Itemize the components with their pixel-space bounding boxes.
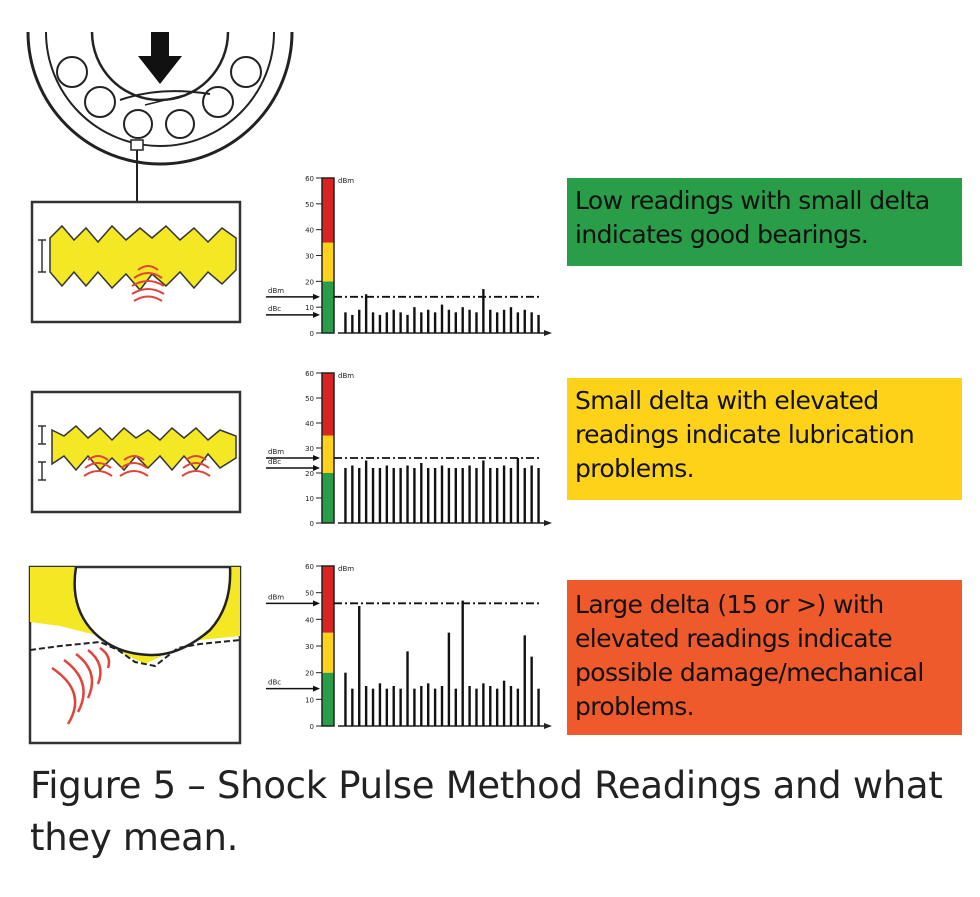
load-arrow-icon xyxy=(138,32,182,84)
y-tick-label: 40 xyxy=(305,227,314,235)
meter-chart-good: 0 10 20 30 40 50 60 dBm dBm dBc xyxy=(266,175,552,338)
y-tick-label: 20 xyxy=(305,670,314,678)
y-tick-label: 0 xyxy=(310,330,314,338)
y-tick-label: 0 xyxy=(310,723,314,731)
waveform-panel-lubrication xyxy=(30,390,242,514)
meter-zone-alarm xyxy=(322,373,334,436)
y-tick-label: 60 xyxy=(305,175,314,183)
dBc-label: dBc xyxy=(268,305,281,313)
meter-zone-warning xyxy=(322,435,334,473)
dBc-label: dBc xyxy=(268,679,281,687)
waveform-panel-good xyxy=(30,200,242,324)
y-tick-label: 50 xyxy=(305,201,314,209)
dBm-arrow-icon xyxy=(313,600,320,607)
dBm-label: dBm xyxy=(268,287,284,295)
y-tick-label: 20 xyxy=(305,470,314,478)
y-tick-label: 50 xyxy=(305,395,314,403)
meter-zone-good xyxy=(322,281,334,333)
y-tick-label: 20 xyxy=(305,278,314,286)
y-tick-label: 60 xyxy=(305,370,314,378)
y-tick-label: 30 xyxy=(305,253,314,261)
dBm-arrow-icon xyxy=(313,455,320,461)
dBm-label: dBm xyxy=(268,448,284,456)
y-tick-label: 10 xyxy=(305,696,314,704)
meter-zone-alarm xyxy=(322,566,334,633)
meter-chart-lubrication: 0 10 20 30 40 50 60 dBm dBm dBc xyxy=(266,370,552,528)
y-tick-label: 0 xyxy=(310,520,314,528)
y-tick-label: 10 xyxy=(305,495,314,503)
y-tick-label: 60 xyxy=(305,563,314,571)
y-tick-label: 30 xyxy=(305,445,314,453)
y-tick-label: 40 xyxy=(305,420,314,428)
dBc-arrow-icon xyxy=(313,311,320,318)
figure-caption: Figure 5 – Shock Pulse Method Readings a… xyxy=(30,764,943,859)
meter-zone-warning xyxy=(322,242,334,282)
y-tick-label: 30 xyxy=(305,643,314,651)
dBm-label: dBm xyxy=(268,593,284,601)
waveform-panel-damage xyxy=(28,565,242,745)
x-axis-arrow-icon xyxy=(544,723,552,729)
dBm-arrow-icon xyxy=(313,293,320,300)
unit-label: dBm xyxy=(338,372,354,380)
meter-zone-warning xyxy=(322,632,334,673)
diagram-illustrations xyxy=(26,31,294,745)
callout-damage-problems: Large delta (15 or >) with elevated read… xyxy=(567,580,962,735)
meter-zone-good xyxy=(322,672,334,726)
x-axis-arrow-icon xyxy=(544,520,552,526)
y-tick-label: 40 xyxy=(305,616,314,624)
meter-chart-damage: 0 10 20 30 40 50 60 dBm dBm dBc xyxy=(266,563,552,731)
unit-label: dBm xyxy=(338,565,354,573)
meter-zone-good xyxy=(322,473,334,523)
dBc-label: dBc xyxy=(268,458,281,466)
x-axis-arrow-icon xyxy=(544,330,552,336)
sensor-icon xyxy=(130,139,144,151)
callout-lubrication-problems: Small delta with elevated readings indic… xyxy=(567,378,962,500)
y-tick-label: 50 xyxy=(305,590,314,598)
unit-label: dBm xyxy=(338,177,354,185)
dBc-arrow-icon xyxy=(313,465,320,471)
callout-good-bearings: Low readings with small delta indicates … xyxy=(567,178,962,266)
y-tick-label: 10 xyxy=(305,304,314,312)
dBc-arrow-icon xyxy=(313,685,320,692)
meter-zone-alarm xyxy=(322,178,334,243)
bearing-illustration xyxy=(26,31,294,202)
